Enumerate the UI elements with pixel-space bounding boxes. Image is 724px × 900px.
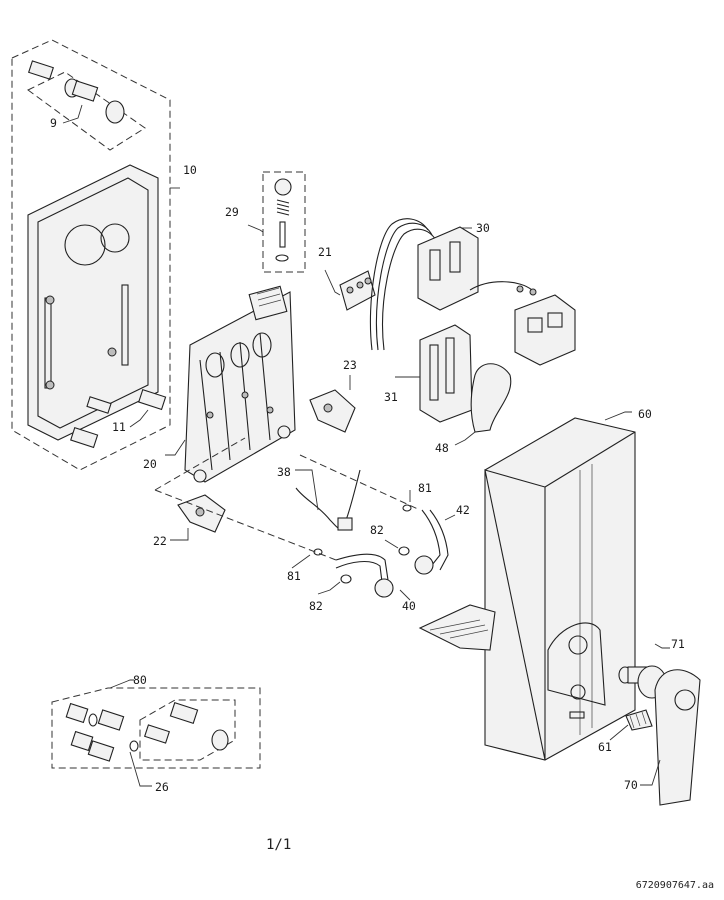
part-21-terminal-block xyxy=(324,269,376,311)
page-number: 1/1 xyxy=(266,837,292,853)
part-48-lever xyxy=(454,363,512,446)
label-60: 60 xyxy=(638,407,652,421)
seal-82-lower xyxy=(317,574,352,595)
label-82-upper: 82 xyxy=(370,523,384,537)
label-22: 22 xyxy=(153,534,167,548)
label-26: 26 xyxy=(155,780,169,794)
label-71: 71 xyxy=(671,637,685,651)
part-rear-tray xyxy=(418,604,496,651)
seal-82-upper xyxy=(384,539,410,556)
label-30: 30 xyxy=(476,221,490,235)
part-70-front-cap xyxy=(640,669,701,806)
label-21: 21 xyxy=(318,245,332,259)
seal-81-lower xyxy=(291,548,323,569)
part-31-control-module xyxy=(395,324,473,423)
fittings-9 xyxy=(27,60,125,124)
label-11: 11 xyxy=(112,420,126,434)
part-30-contactor xyxy=(369,218,537,351)
part-22-plug xyxy=(170,494,226,541)
part-relay-cover xyxy=(514,294,576,366)
label-42: 42 xyxy=(456,503,470,517)
label-23: 23 xyxy=(343,358,357,372)
label-31: 31 xyxy=(384,390,398,404)
part-38-sensor-cable xyxy=(295,469,361,531)
part-61-screw xyxy=(609,709,653,741)
part-40-inlet-pipe xyxy=(335,553,411,601)
label-29: 29 xyxy=(225,205,239,219)
label-81-lower: 81 xyxy=(287,569,301,583)
part-23-plug xyxy=(309,375,356,433)
part-29-sensor-set xyxy=(247,171,306,273)
label-20: 20 xyxy=(143,457,157,471)
label-70: 70 xyxy=(624,778,638,792)
label-80: 80 xyxy=(133,673,147,687)
document-id: 6720907647.aa xyxy=(635,880,714,891)
label-9: 9 xyxy=(50,116,57,130)
fittings-11 xyxy=(70,388,167,449)
assembly-80-connection-set xyxy=(51,679,261,787)
label-38: 38 xyxy=(277,465,291,479)
label-48: 48 xyxy=(435,441,449,455)
assembly-10-mounting-frame xyxy=(11,39,180,471)
label-61: 61 xyxy=(598,740,612,754)
assembly-20-heating-block xyxy=(165,285,296,483)
part-60-cover-hood xyxy=(484,411,636,761)
label-82-lower: 82 xyxy=(309,599,323,613)
label-10: 10 xyxy=(183,163,197,177)
label-40: 40 xyxy=(402,599,416,613)
part-number-labels: 9 10 11 20 21 22 23 26 29 30 31 38 40 42… xyxy=(50,116,685,794)
label-81-upper: 81 xyxy=(418,481,432,495)
part-42-outlet-pipe xyxy=(414,509,456,575)
seal-81-upper xyxy=(402,490,412,512)
